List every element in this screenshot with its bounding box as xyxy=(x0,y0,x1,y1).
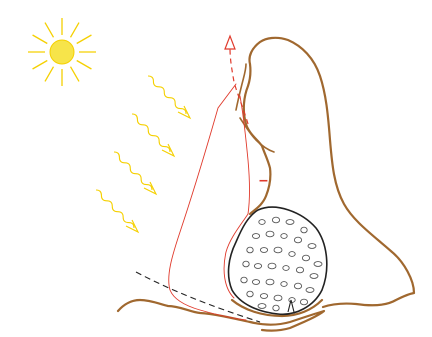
sun-ray xyxy=(45,23,54,38)
sun-ray xyxy=(77,35,92,44)
sun-icon xyxy=(28,18,96,86)
wavy-arrow-icon xyxy=(132,114,170,152)
charge-sign-label: – xyxy=(259,173,268,189)
sun-ray xyxy=(71,23,80,38)
wavy-arrow-icon xyxy=(96,190,134,228)
wavy-arrow-head xyxy=(144,182,156,194)
wavy-arrow-head xyxy=(178,106,190,118)
sun-ray xyxy=(45,67,54,82)
radiation-arrows xyxy=(96,76,190,232)
wavy-arrow-head xyxy=(162,144,174,156)
wavy-arrow-head xyxy=(126,220,138,232)
sun-ray xyxy=(71,67,80,82)
sun-ray xyxy=(33,61,48,70)
sun-ray xyxy=(77,61,92,70)
wavy-arrow-icon xyxy=(114,152,152,190)
clast-chamber xyxy=(229,207,327,314)
wavy-arrow-icon xyxy=(148,76,186,114)
sun-ray xyxy=(33,35,48,44)
